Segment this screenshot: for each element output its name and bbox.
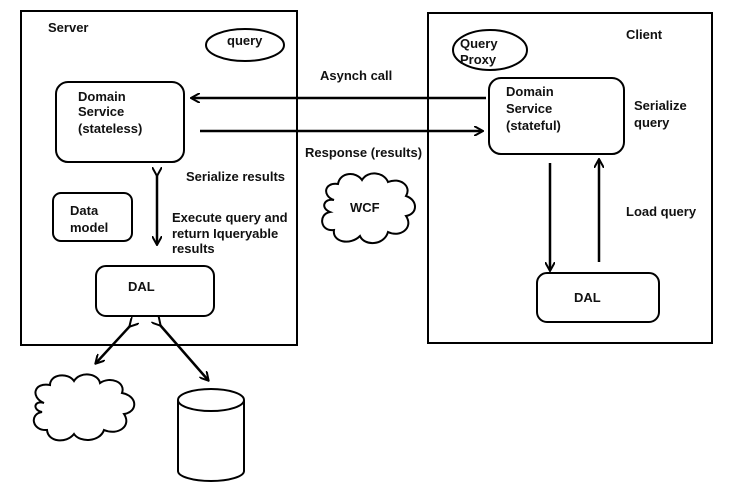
query-proxy-ellipse [452, 29, 528, 71]
dal-database-arrow [160, 325, 208, 380]
server-dal-box [95, 265, 215, 317]
response-label: Response (results) [305, 145, 422, 160]
server-title: Server [48, 20, 88, 35]
client-title: Client [626, 27, 663, 42]
data-model-box [52, 192, 133, 242]
server-domain-service-line3: (stateless) [78, 121, 142, 136]
server-domain-service [55, 81, 185, 163]
client-dal-label: DAL [574, 290, 601, 305]
serialize-query-line2: query [634, 115, 670, 130]
query-proxy-line2: Proxy [460, 52, 497, 67]
execute-query-line3: results [172, 241, 215, 256]
execute-query-line2: return Iqueryable [172, 226, 278, 241]
client-domain-service-line2: Service [506, 101, 552, 116]
server-domain-service-line1: Domain [78, 89, 126, 104]
data-model-line2: model [70, 220, 108, 235]
serialize-query-line1: Serialize [634, 98, 687, 113]
wcf-label: WCF [350, 200, 380, 215]
database-cylinder-body [177, 400, 245, 482]
async-call-label: Asynch call [320, 68, 392, 83]
client-box [427, 12, 713, 344]
query-ellipse [205, 28, 285, 62]
client-dal-box [536, 272, 660, 323]
client-domain-service [488, 77, 625, 155]
serialize-results-label: Serialize results [186, 169, 285, 184]
query-label: query [227, 33, 263, 48]
server-dal-label: DAL [128, 279, 155, 294]
database-cylinder-top [177, 388, 245, 412]
client-domain-service-line1: Domain [506, 84, 554, 99]
execute-query-line1: Execute query and [172, 210, 288, 225]
server-domain-service-line2: Service [78, 104, 124, 119]
client-domain-service-line3: (stateful) [506, 118, 561, 133]
wcf-cloud-shape [321, 172, 416, 244]
load-query-label: Load query [626, 204, 697, 219]
dal-cloud-arrow [96, 326, 130, 363]
query-proxy-line1: Query [460, 36, 498, 51]
data-model-line1: Data [70, 203, 99, 218]
external-cloud-shape [32, 373, 136, 442]
